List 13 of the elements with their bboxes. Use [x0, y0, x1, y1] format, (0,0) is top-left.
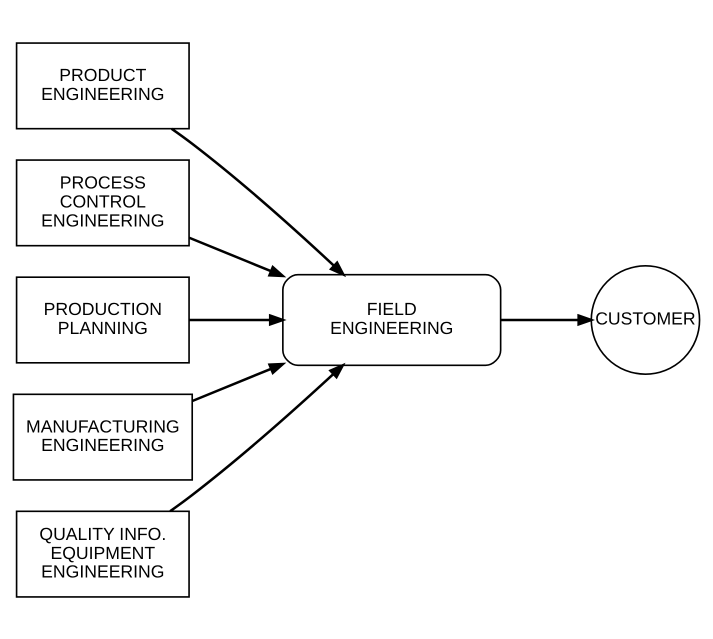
node-box: QUALITY INFO. EQUIPMENT ENGINEERING — [16, 510, 190, 598]
node-box: PROCESS CONTROL ENGINEERING — [16, 158, 190, 246]
node-circle: CUSTOMER — [590, 264, 700, 374]
arrow — [192, 362, 286, 402]
node-box: MANUFACTURING ENGINEERING — [12, 392, 194, 480]
arrow — [170, 127, 346, 277]
node-box: FIELD ENGINEERING — [282, 273, 502, 366]
arrow — [189, 313, 287, 326]
arrow — [169, 362, 346, 512]
node-box: PRODUCTION PLANNING — [16, 276, 190, 364]
arrow — [188, 236, 286, 277]
node-box: PRODUCT ENGINEERING — [16, 42, 190, 129]
arrow — [500, 313, 596, 326]
